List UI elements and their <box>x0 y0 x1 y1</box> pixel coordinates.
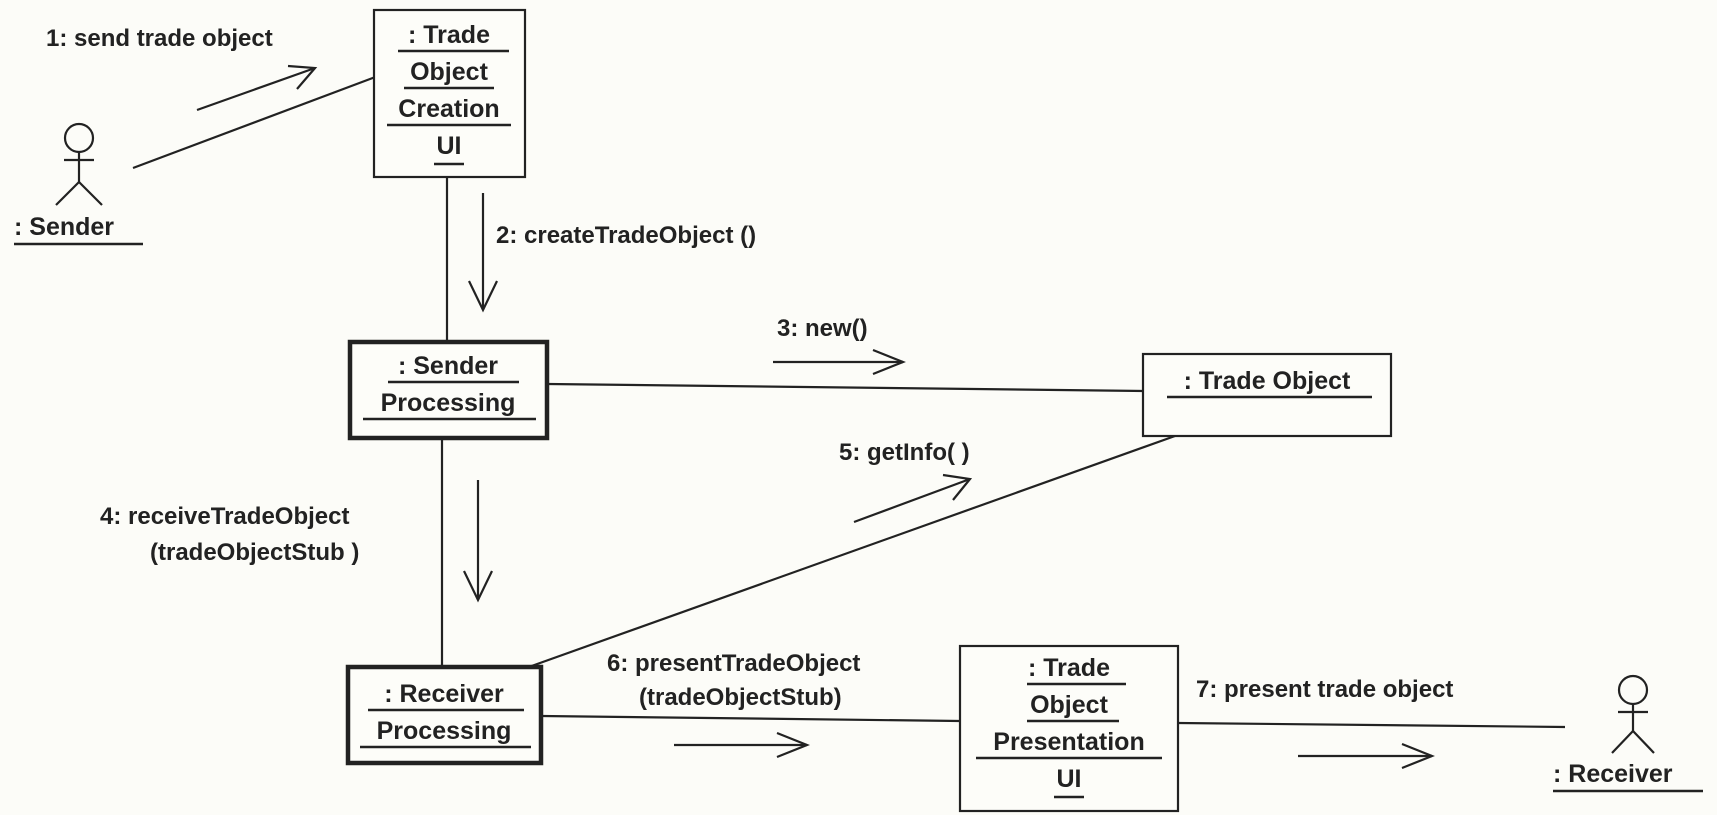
object-label-line-2: Processing <box>377 717 512 745</box>
actor-receiver-label: : Receiver <box>1553 760 1673 788</box>
message-arrow-4-icon <box>463 480 493 603</box>
message-6-label-line-1: 6: presentTradeObject <box>607 650 860 677</box>
link-trade-object-to-receiver-processing <box>525 434 1176 670</box>
message-5-label: 5: getInfo( ) <box>839 439 970 466</box>
link-presentation-ui-to-receiver <box>1177 721 1566 729</box>
object-box <box>347 339 550 441</box>
object-trade-object-creation-ui: : Trade Object Creation UI <box>372 8 527 179</box>
message-arrow-5-icon <box>853 473 973 524</box>
message-1-label: 1: send trade object <box>46 25 273 52</box>
message-labels: 1: send trade object 2: createTradeObjec… <box>46 25 1453 711</box>
object-box <box>958 644 1180 813</box>
object-label-line-2: Object <box>1030 691 1108 719</box>
message-arrows <box>196 64 1435 770</box>
message-4-label-line-2: (tradeObjectStub ) <box>150 539 359 566</box>
object-label-line-3: Creation <box>398 95 499 123</box>
object-label-line-4: UI <box>437 132 462 160</box>
link-receiver-processing-to-presentation-ui <box>541 714 961 723</box>
object-label-line-2: Object <box>410 58 488 86</box>
actor-sender: : Sender <box>14 122 143 246</box>
object-label-line-3: Presentation <box>993 728 1144 756</box>
stick-figure-icon <box>55 122 103 206</box>
actor-sender-label: : Sender <box>14 213 114 241</box>
message-2-label: 2: createTradeObject () <box>496 222 756 249</box>
object-label-line-1: : Sender <box>398 352 498 380</box>
actor-receiver: : Receiver <box>1553 674 1703 793</box>
message-arrow-2-icon <box>468 193 498 313</box>
link-sender-processing-to-trade-object <box>547 382 1145 393</box>
message-4-label-line-1: 4: receiveTradeObject <box>100 503 349 530</box>
object-label-line-1: : Trade <box>408 21 490 49</box>
object-trade-object: : Trade Object <box>1141 352 1393 438</box>
object-box <box>372 8 527 179</box>
object-receiver-processing: : Receiver Processing <box>345 664 544 766</box>
object-sender-processing: : Sender Processing <box>347 339 550 441</box>
object-box <box>1141 352 1393 438</box>
message-arrow-6-icon <box>674 731 810 759</box>
message-arrow-7-icon <box>1298 742 1435 770</box>
object-label-line-1: : Trade Object <box>1184 367 1351 395</box>
message-3-label: 3: new() <box>777 315 868 342</box>
object-label-line-2: Processing <box>381 389 516 417</box>
message-6-label-line-2: (tradeObjectStub) <box>639 684 842 711</box>
stick-figure-icon <box>1611 674 1655 754</box>
message-7-label: 7: present trade object <box>1196 676 1453 703</box>
message-arrow-1-icon <box>196 64 318 112</box>
object-label-line-1: : Trade <box>1028 654 1110 682</box>
link-sender-to-creation-ui <box>132 74 379 170</box>
object-trade-object-presentation-ui: : Trade Object Presentation UI <box>958 644 1180 813</box>
object-label-line-1: : Receiver <box>384 680 504 708</box>
association-links <box>132 74 1566 729</box>
object-label-line-4: UI <box>1057 765 1082 793</box>
message-arrow-3-icon <box>773 348 906 376</box>
